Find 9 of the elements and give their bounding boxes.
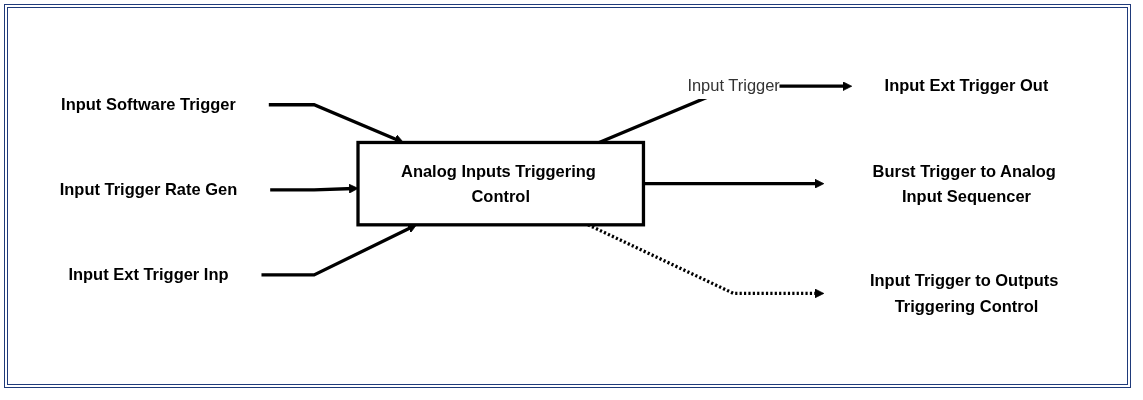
node-text: Input Ext Trigger Out [884, 76, 1048, 95]
node-text: Burst Trigger to Analog Input Sequencer [872, 161, 1056, 205]
node-text: Input Trigger to Outputs Triggering Control [869, 270, 1058, 315]
node-box: Analog Inputs Triggering Control [355, 140, 645, 227]
node-text: Input Trigger Rate Gen [59, 179, 237, 199]
arrow [261, 224, 417, 277]
node-text: Input Ext Trigger Inp [67, 264, 229, 284]
edge-label: Input Trigger [686, 76, 780, 95]
node-text: Input Software Trigger [60, 94, 236, 114]
